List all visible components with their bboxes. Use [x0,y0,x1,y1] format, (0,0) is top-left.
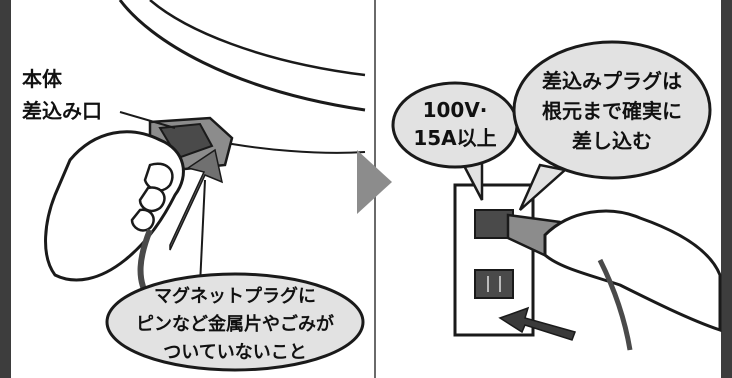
right-hand [543,209,722,333]
voltage-text-line1: 100V· [423,98,488,122]
bubble-leader-line [199,179,206,286]
left-hand-finger-3 [130,208,155,232]
left-hand-finger-1 [143,162,174,192]
body-label-leader [119,111,176,129]
cooker-body-outline [118,0,366,112]
bubble-text-line1: マグネットプラグに [154,285,316,307]
push-arrow [498,306,576,341]
voltage-text-line2: 15A以上 [413,126,496,150]
insert-direction-arrow [169,148,224,251]
bubble-text-line2: ピンなど金属片やごみが [136,313,334,335]
right-panel: 100V· 15A以上 差込みプラグは 根元まで確実に 差し込む [391,40,722,351]
body-label-line2: 差込み口 [22,99,102,123]
body-label-line1: 本体 [22,67,63,91]
outlet-receptacle-lower [474,269,514,299]
plug-instruction-bubble [512,40,712,180]
plug-bubble-tail [518,163,568,211]
bubble-text-line3: ついていないこと [163,342,306,363]
left-hand-finger-2 [138,186,166,213]
outlet-receptacle-upper [474,209,514,239]
voltage-bubble [391,81,519,169]
cooker-body-lower-arc [209,139,366,154]
plug-text-line1: 差込みプラグは [542,69,682,93]
left-panel: 本体 差込み口 マグネットプラグに ピンなど金属片やごみが ついていないこと [22,0,366,372]
plug-text-line2: 根元まで確実に [542,99,682,123]
cooker-body-inner-arc [149,0,366,77]
plug-text-line3: 差し込む [572,129,652,153]
left-border [0,0,11,378]
magnet-warning-bubble [105,272,365,372]
next-step-arrow-icon [357,150,392,214]
plug-cord [597,258,633,351]
right-border [721,0,732,378]
